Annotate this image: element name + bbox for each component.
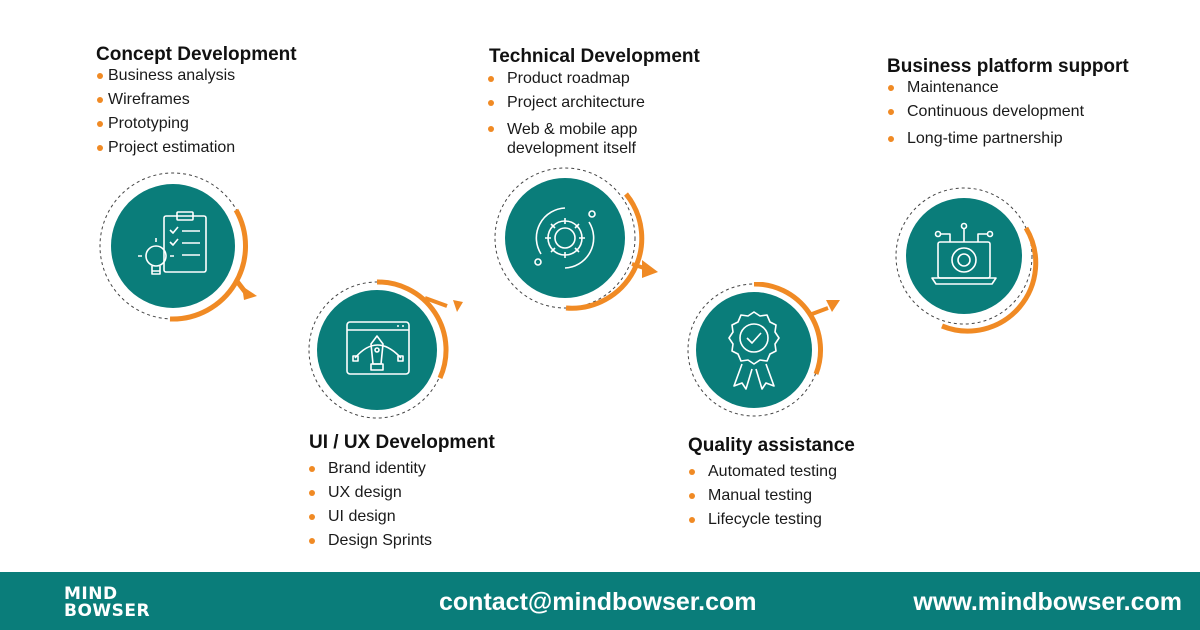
bullet-dot (309, 490, 315, 496)
stage-4-list: Automated testing Manual testing Lifecyc… (689, 463, 837, 535)
bullet-dot (689, 517, 695, 523)
process-diagram: Concept Development Business analysis Wi… (96, 44, 1129, 556)
stage-5-list: Maintenance Continuous development Long-… (888, 79, 1084, 154)
logo-line-1: MIND (64, 584, 118, 604)
list-item: Continuous development (888, 103, 1084, 130)
list-item: Project estimation (97, 139, 235, 163)
stage-5-title: Business platform support (887, 56, 1129, 77)
stage-2-list: Brand identity UX design UI design Desig… (309, 460, 432, 556)
bullet-dot (689, 493, 695, 499)
stage-5-circle (895, 187, 1039, 334)
bullet-dot (488, 100, 494, 106)
stage-1-list: Business analysis Wireframes Prototyping… (97, 67, 235, 163)
list-item: UX design (309, 484, 432, 508)
gear-cycle-icon (534, 207, 596, 269)
list-item: Web & mobile app development itself (488, 120, 657, 160)
stage-4-circle (687, 282, 840, 417)
mindbowser-logo[interactable]: MIND BOWSER (64, 586, 150, 620)
stage-1-circle (99, 172, 257, 322)
bullet-dot (309, 514, 315, 520)
list-item: Manual testing (689, 487, 837, 511)
bullet-dot (97, 73, 103, 79)
stage-1-title: Concept Development (96, 44, 297, 65)
bullet-dot (888, 85, 894, 91)
bullet-dot (309, 466, 315, 472)
laptop-gear-icon (931, 222, 997, 285)
bullet-dot (888, 136, 894, 142)
stage-3-list: Product roadmap Project architecture Web… (488, 70, 657, 160)
list-item: Brand identity (309, 460, 432, 484)
list-item: Lifecycle testing (689, 511, 837, 535)
list-item: Prototyping (97, 115, 235, 139)
stage-3-title: Technical Development (489, 46, 700, 67)
bullet-dot (97, 97, 103, 103)
website-link[interactable]: www.mindbowser.com (913, 588, 1182, 616)
clipboard-bulb-icon (138, 211, 207, 275)
contact-email-link[interactable]: contact@mindbowser.com (439, 588, 757, 616)
list-item: Design Sprints (309, 532, 432, 556)
list-item: Automated testing (689, 463, 837, 487)
stage-3-circle (494, 167, 658, 311)
list-item: UI design (309, 508, 432, 532)
bullet-dot (488, 126, 494, 132)
bullet-dot (689, 469, 695, 475)
stage-4-title: Quality assistance (688, 435, 855, 456)
badge-check-icon (728, 311, 780, 390)
list-item: Wireframes (97, 91, 235, 115)
logo-line-2: BOWSER (64, 601, 151, 621)
bullet-dot (97, 121, 103, 127)
bullet-dot (888, 109, 894, 115)
design-pen-window-icon (346, 321, 410, 375)
list-item: Project architecture (488, 94, 657, 120)
stage-2-title: UI / UX Development (309, 432, 495, 453)
bullet-dot (309, 538, 315, 544)
footer-bar: MIND BOWSER contact@mindbowser.com www.m… (0, 572, 1200, 630)
bullet-dot (97, 145, 103, 151)
list-item: Business analysis (97, 67, 235, 91)
bullet-dot (488, 76, 494, 82)
list-item: Long-time partnership (888, 130, 1084, 154)
list-item: Product roadmap (488, 70, 657, 94)
stage-2-circle (308, 279, 463, 419)
list-item: Maintenance (888, 79, 1084, 103)
